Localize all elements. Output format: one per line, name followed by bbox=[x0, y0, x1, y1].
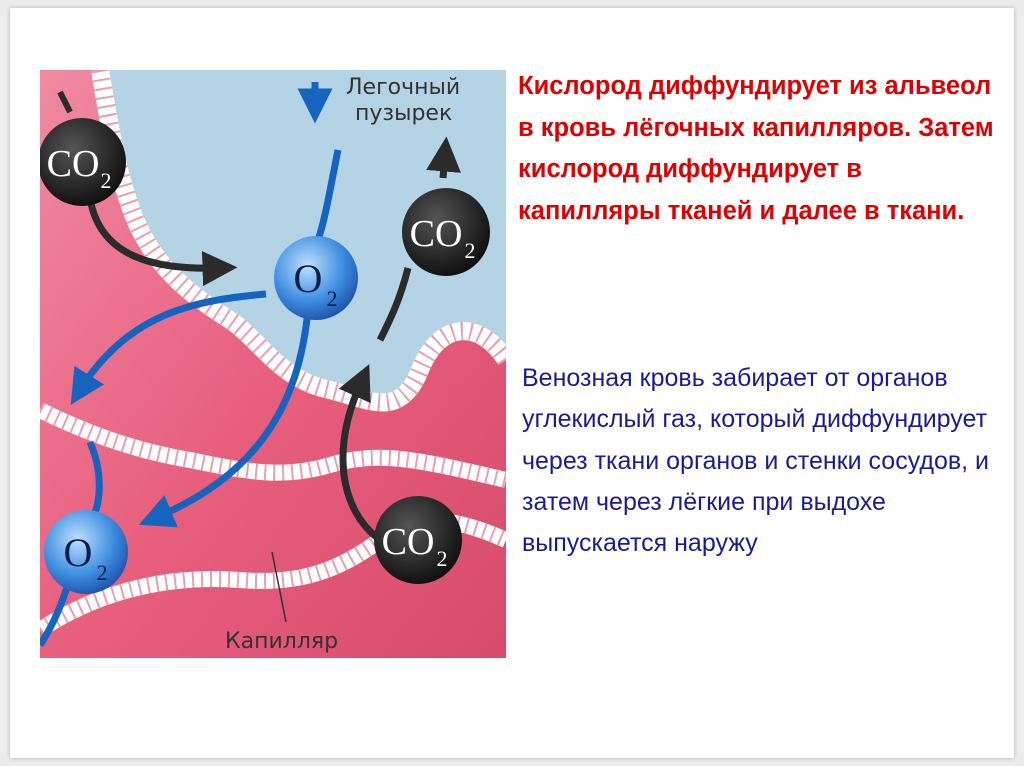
co2-molecule-lower: CO 2 bbox=[374, 496, 462, 584]
slide: CO 2 CO 2 CO 2 O 2 O 2 bbox=[10, 8, 1014, 758]
svg-text:2: 2 bbox=[437, 546, 448, 571]
svg-text:2: 2 bbox=[465, 238, 476, 263]
capillary-label: Капилляр bbox=[225, 629, 338, 654]
capillary-wall-lower-cells bbox=[40, 513, 506, 637]
o2-arrow-to-ball bbox=[314, 149, 342, 242]
alveolus-label-line2: пузырек bbox=[355, 101, 452, 126]
svg-text:O: O bbox=[294, 256, 323, 301]
co2-arrow-lower bbox=[338, 364, 383, 543]
o2-molecule-center: O 2 bbox=[274, 236, 358, 320]
svg-text:CO: CO bbox=[47, 143, 100, 185]
capillary-wall-upper-cells bbox=[40, 402, 506, 488]
capillary-pointer-line bbox=[271, 551, 287, 623]
svg-text:2: 2 bbox=[97, 560, 108, 585]
svg-text:CO: CO bbox=[410, 213, 463, 255]
svg-text:O: O bbox=[64, 530, 93, 575]
alveolus-space bbox=[100, 70, 506, 403]
o2-molecule-lower-left: O 2 bbox=[44, 510, 128, 594]
o2-arrow-down bbox=[138, 309, 312, 528]
svg-text:CO: CO bbox=[382, 521, 435, 563]
co2-molecule-upper-left: CO 2 bbox=[40, 118, 126, 206]
o2-arrow-out bbox=[40, 582, 72, 647]
gas-exchange-illustration: CO 2 CO 2 CO 2 O 2 O 2 bbox=[40, 70, 506, 658]
co2-stem-upper-left bbox=[57, 90, 73, 114]
co2-arrow-up bbox=[426, 136, 461, 179]
diagram-svg: CO 2 CO 2 CO 2 O 2 O 2 bbox=[40, 70, 506, 658]
svg-text:2: 2 bbox=[101, 168, 112, 193]
co2-molecule-right: CO 2 bbox=[402, 188, 490, 276]
co2-arrow-upper-left bbox=[86, 197, 238, 287]
alveolus-wall-cells bbox=[91, 70, 506, 412]
venous-blood-paragraph: Венозная кровь забирает от органов углек… bbox=[522, 364, 989, 558]
alveolus-label-line1: Легочный bbox=[346, 75, 460, 100]
svg-text:2: 2 bbox=[327, 286, 338, 311]
co2-arrow-from-right bbox=[376, 267, 412, 342]
o2-arrow-left bbox=[70, 290, 267, 405]
oxygen-diffusion-paragraph: Кислород диффундирует из альвеол в кровь… bbox=[518, 72, 994, 225]
